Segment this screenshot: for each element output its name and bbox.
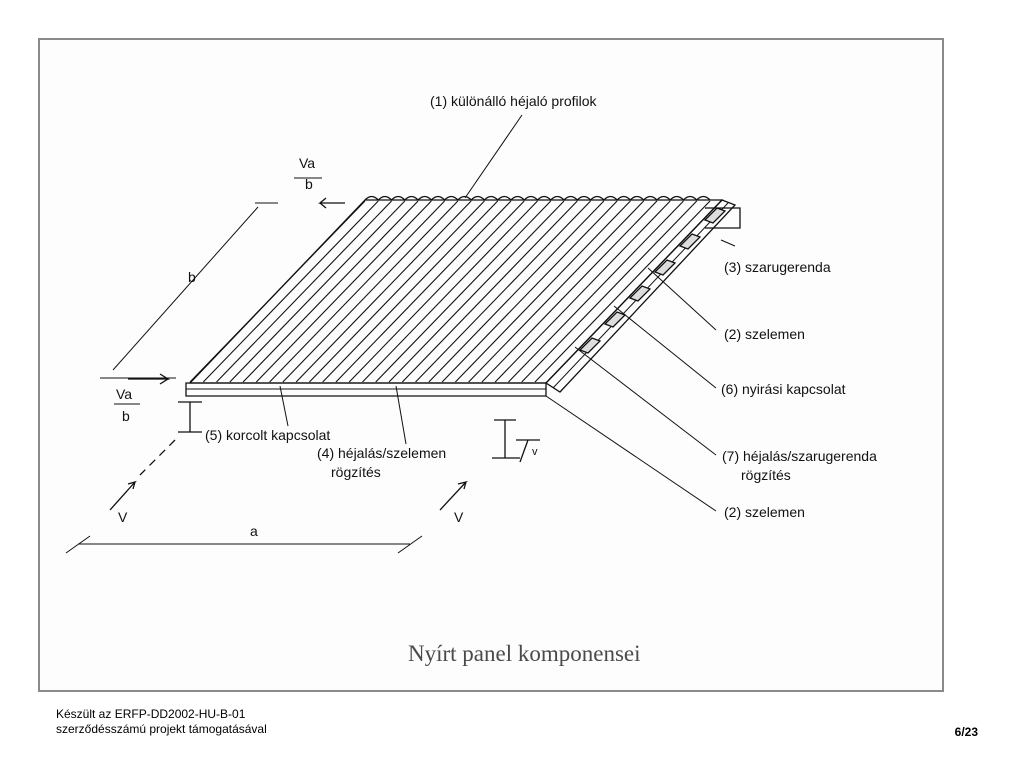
- corrugation-rib: [322, 200, 499, 383]
- dimension-b-line: [112, 206, 259, 371]
- shear-connector-block: [603, 311, 627, 328]
- symbol-va-top-den: b: [305, 176, 313, 192]
- corrugation-rib: [401, 200, 578, 383]
- corrugation-rib: [348, 200, 525, 383]
- symbol-va-left-den: b: [122, 408, 130, 424]
- corrugation-rib: [282, 200, 459, 383]
- corrugation-rib: [454, 200, 631, 383]
- label-purlin-bottom: (2) szelemen: [724, 504, 805, 520]
- corrugation-rib: [375, 200, 552, 383]
- corrugation-rib: [255, 200, 432, 383]
- corrugation-rib: [362, 200, 538, 383]
- shear-arrow-left: [128, 373, 171, 385]
- symbol-a: a: [250, 523, 258, 539]
- shear-connector-block: [703, 207, 727, 224]
- v-small-marker: [516, 439, 540, 463]
- corrugation-rib: [388, 200, 565, 383]
- corrugation-rib: [428, 200, 605, 383]
- corrugation-rib: [415, 200, 591, 383]
- left-beam-section: [178, 401, 202, 433]
- label-profiles: (1) különálló héjaló profilok: [430, 93, 598, 109]
- v-arrow-left: [109, 480, 137, 511]
- symbol-va-top-num: Va: [299, 155, 315, 171]
- dimension-a-tick-left: [65, 535, 91, 554]
- label-rafter: (3) szarugerenda: [724, 259, 831, 275]
- leader-profiles: [464, 114, 523, 199]
- corrugation-rib: [481, 200, 658, 383]
- label-shear-connection: (6) nyirási kapcsolat: [721, 381, 846, 397]
- label-sheeting-rafter-1: (7) héjalás/szarugerenda: [722, 448, 877, 464]
- corrugation-rib: [202, 200, 379, 383]
- right-beam-section: [492, 419, 520, 459]
- symbol-b: b: [188, 269, 196, 285]
- label-sheeting-purlin-2: rögzítés: [331, 464, 381, 480]
- corrugation-rib: [229, 200, 406, 383]
- shear-arrow-top: [318, 197, 345, 209]
- symbol-v-small: v: [532, 446, 538, 458]
- corrugation-rib: [216, 200, 392, 383]
- leader-rafter: [720, 239, 736, 247]
- rafter-beam: [544, 199, 737, 393]
- corrugation-rib: [521, 200, 698, 383]
- symbol-v-left: V: [118, 509, 128, 525]
- corrugation-rib: [508, 200, 684, 383]
- label-sheeting-rafter-2: rögzítés: [741, 467, 791, 483]
- leader-shear: [613, 305, 717, 389]
- label-purlin-top: (2) szelemen: [724, 326, 805, 342]
- symbol-v-right: V: [454, 509, 464, 525]
- corrugation-rib: [335, 200, 512, 383]
- corrugation-rib: [534, 200, 711, 383]
- leader-purlin-top: [647, 267, 717, 331]
- dashed-construction: [139, 439, 176, 476]
- sheeting-top-wave: [364, 195, 711, 201]
- corrugation-rib: [494, 200, 671, 383]
- dimension-a-tick-right: [397, 535, 423, 554]
- corrugation-rib: [309, 200, 485, 383]
- v-arrow-right: [439, 480, 468, 511]
- shear-connector-block: [628, 285, 652, 302]
- corrugation-rib: [468, 200, 645, 383]
- shear-connector-block: [678, 233, 702, 250]
- footer-line-1: Készült az ERFP-DD2002-HU-B-01: [56, 707, 246, 721]
- back-purlin-section: [705, 207, 741, 229]
- corrugation-rib: [189, 200, 366, 383]
- shear-connector-block: [578, 337, 602, 354]
- shear-connector-block: [653, 259, 677, 276]
- leader-purlin-bottom: [545, 395, 717, 512]
- footer-line-2: szerződésszámú projekt támogatásával: [56, 722, 267, 736]
- symbol-va-left-num: Va: [116, 386, 132, 402]
- label-sheeting-purlin-1: (4) héjalás/szelemen: [317, 445, 446, 461]
- label-seam: (5) korcolt kapcsolat: [205, 427, 330, 443]
- corrugation-rib: [242, 200, 419, 383]
- leader-seam: [279, 385, 289, 427]
- corrugation-rib: [269, 200, 446, 383]
- corrugation-rib: [441, 200, 618, 383]
- leader-sheeting-purlin: [395, 385, 407, 445]
- corrugation-rib: [295, 200, 472, 383]
- leader-sheeting-rafter: [574, 346, 717, 456]
- footer-note: Készült az ERFP-DD2002-HU-B-01 szerződés…: [56, 707, 267, 737]
- figure-caption: Nyírt panel komponensei: [408, 641, 641, 666]
- figure-frame: [38, 38, 944, 692]
- page-number: 6/23: [954, 725, 978, 739]
